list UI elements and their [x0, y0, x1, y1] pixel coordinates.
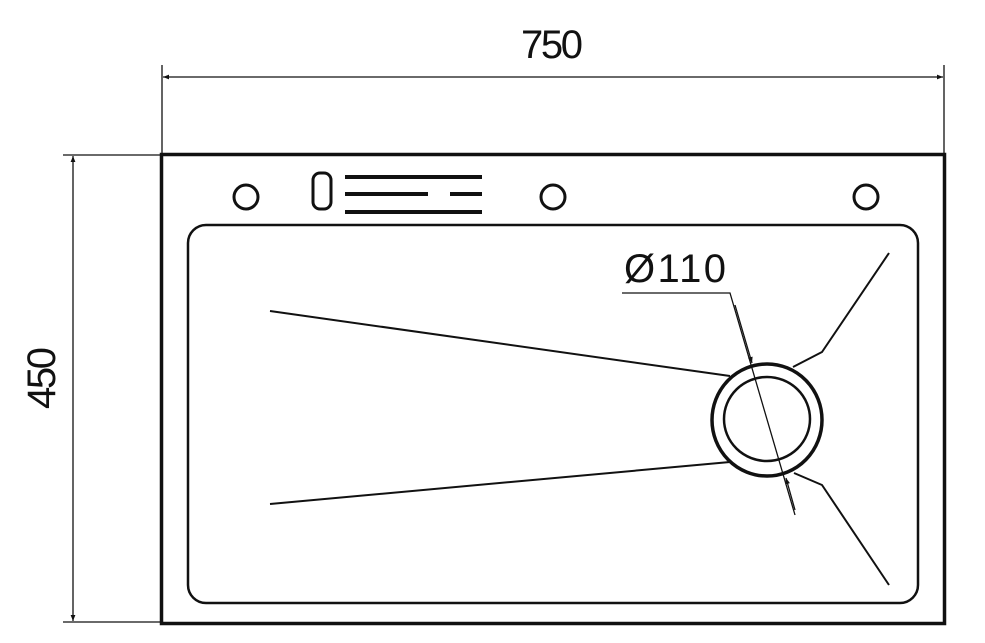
- height-dimension: [63, 154, 160, 623]
- basin-outline: [186, 223, 920, 605]
- tap-hole-middle-icon: [539, 183, 567, 211]
- width-label: 750: [521, 23, 583, 67]
- tap-hole-right-icon: [852, 183, 880, 211]
- basin-slope-lines: [269, 252, 890, 586]
- drain-diameter-label: Ø110: [624, 247, 726, 291]
- height-label: 450: [20, 347, 64, 409]
- overflow-slot-icon: [311, 171, 333, 211]
- control-panel-lines: [345, 175, 482, 214]
- width-dimension: [161, 65, 945, 153]
- drain-icon: [710, 362, 824, 478]
- tap-hole-left-icon: [232, 183, 260, 211]
- drain-diameter-leader: [622, 292, 796, 516]
- sink-outer-outline: [159, 152, 947, 626]
